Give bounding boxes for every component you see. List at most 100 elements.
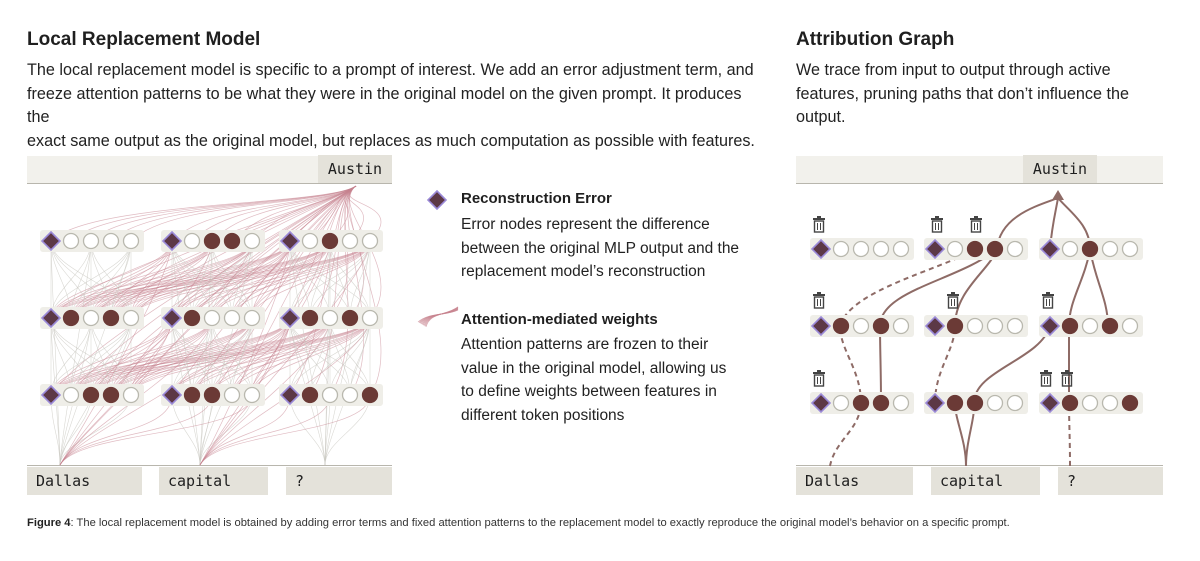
left-input-token-dallas: Dallas	[27, 467, 142, 495]
active-feature-node	[82, 386, 100, 404]
attention-line	[199, 394, 371, 466]
inactive-feature-node	[361, 309, 379, 327]
inactive-feature-node	[223, 309, 241, 327]
active-feature-node	[62, 309, 80, 327]
active-feature-node	[301, 309, 319, 327]
right-output-token: Austin	[1023, 155, 1097, 183]
inactive-feature-node	[1101, 394, 1119, 412]
inactive-feature-node	[1006, 240, 1024, 258]
active-feature-node	[1061, 317, 1079, 335]
inactive-feature-node	[82, 309, 100, 327]
path-dashed	[839, 325, 862, 404]
left-input-bar-line	[27, 465, 392, 466]
active-feature-node	[832, 317, 850, 335]
attention-line	[199, 394, 331, 466]
attention-line	[231, 240, 371, 319]
attention-line	[50, 317, 173, 396]
right-title: Attribution Graph	[796, 29, 955, 50]
trash-icon	[1061, 370, 1073, 387]
legend-attention-line: different token positions	[461, 406, 625, 424]
left-description-line: exact same output as the original model,…	[27, 131, 755, 150]
inactive-feature-node	[62, 386, 80, 404]
right-description-line: features, pruning paths that don’t influ…	[796, 84, 1129, 103]
attention-line	[349, 185, 382, 396]
path-dashed	[839, 248, 977, 327]
diamond-error-node-icon	[924, 238, 946, 260]
right-output-bar	[796, 156, 1163, 184]
active-feature-node	[102, 309, 120, 327]
diamond-error-node-icon	[40, 307, 62, 329]
attention-line	[199, 394, 291, 466]
inactive-feature-node	[341, 232, 359, 250]
inactive-feature-node	[872, 240, 890, 258]
right-description-line: output.	[796, 108, 846, 126]
input-line	[289, 240, 326, 466]
attention-line	[251, 185, 357, 396]
attention-line	[191, 185, 357, 242]
path-solid	[954, 248, 998, 327]
inactive-feature-node	[852, 240, 870, 258]
active-feature-node	[341, 309, 359, 327]
inactive-feature-node	[1006, 394, 1024, 412]
inactive-feature-node	[852, 317, 870, 335]
active-feature-node	[203, 232, 221, 250]
inactive-feature-node	[321, 386, 339, 404]
legend-attention-swatch-line	[425, 306, 459, 327]
active-feature-node	[872, 317, 890, 335]
diamond-error-node-icon	[810, 392, 832, 414]
right-input-token-capital: capital	[931, 467, 1040, 495]
trash-icon	[1042, 292, 1054, 309]
path-solid	[1068, 248, 1091, 327]
legend-error-text: Error nodes represent the difference bet…	[461, 213, 761, 284]
figure-caption-text: : The local replacement model is obtaine…	[70, 517, 1010, 529]
inactive-feature-node	[892, 317, 910, 335]
active-feature-node	[986, 240, 1004, 258]
active-feature-node	[946, 394, 964, 412]
left-description: The local replacement model is specific …	[27, 59, 767, 153]
diamond-error-node-icon	[924, 392, 946, 414]
inactive-feature-node	[223, 386, 241, 404]
trash-icon	[970, 216, 982, 233]
inactive-feature-node	[832, 394, 850, 412]
inactive-feature-node	[1061, 240, 1079, 258]
attention-line	[59, 240, 253, 466]
figure-caption-label: Figure 4	[27, 517, 71, 529]
inactive-feature-node	[82, 232, 100, 250]
inactive-feature-node	[892, 394, 910, 412]
trash-icon	[931, 216, 943, 233]
attention-line	[130, 240, 253, 319]
inactive-feature-node	[301, 232, 319, 250]
legend-error-line: replacement model’s reconstruction	[461, 263, 706, 281]
inactive-feature-node	[122, 232, 140, 250]
attention-line	[199, 240, 331, 466]
diamond-error-node-icon	[810, 238, 832, 260]
attention-line	[59, 240, 173, 466]
attention-line	[50, 240, 112, 319]
legend-error-line: between the original MLP output and the	[461, 239, 740, 257]
left-description-line: The local replacement model is specific …	[27, 61, 754, 79]
active-feature-node	[852, 394, 870, 412]
inactive-feature-node	[986, 317, 1004, 335]
diamond-error-node-icon	[279, 384, 301, 406]
trash-icon	[813, 370, 825, 387]
active-feature-node	[183, 309, 201, 327]
legend-attention-text: Attention patterns are frozen to their v…	[461, 333, 761, 427]
input-line	[171, 240, 201, 466]
inactive-feature-node	[1081, 394, 1099, 412]
figure-caption: Figure 4: The local replacement model is…	[27, 517, 1010, 529]
right-input-token-question: ?	[1058, 467, 1163, 495]
attention-line	[59, 394, 173, 466]
inactive-feature-node	[62, 232, 80, 250]
attention-line	[191, 185, 357, 396]
left-description-line: freeze attention patterns to be what the…	[27, 84, 742, 127]
diamond-error-node-icon	[279, 230, 301, 252]
attention-line	[130, 317, 253, 396]
attention-line	[231, 317, 371, 396]
inactive-feature-node	[986, 394, 1004, 412]
inactive-feature-node	[832, 240, 850, 258]
legend-diamond-error-node-icon	[426, 189, 448, 211]
diamond-error-node-icon	[1039, 315, 1061, 337]
attention-line	[59, 394, 253, 466]
input-line	[59, 240, 132, 466]
active-feature-node	[321, 232, 339, 250]
